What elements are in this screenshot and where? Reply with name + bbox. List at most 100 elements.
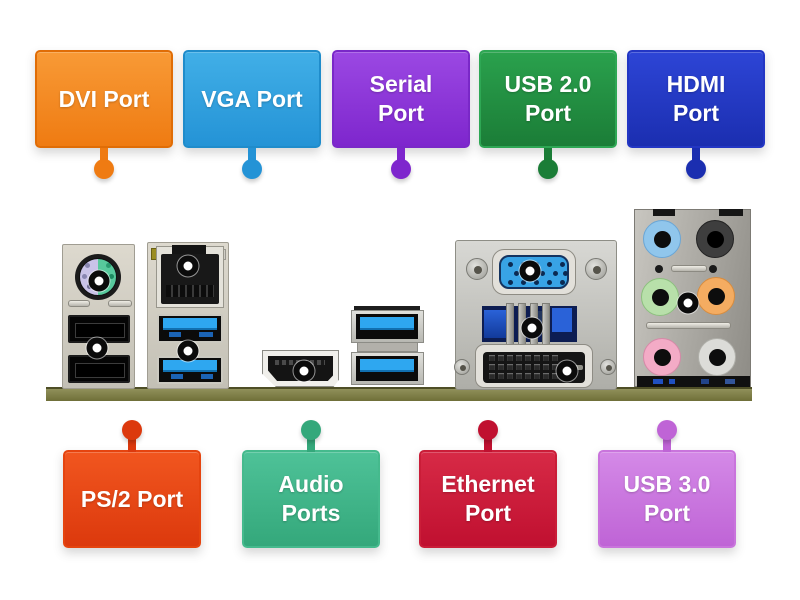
dvi-pin-hole — [525, 355, 531, 361]
label-vga-port[interactable]: VGA Port — [183, 50, 321, 180]
bracket-latch — [671, 265, 707, 272]
header-pin — [701, 379, 709, 384]
usb2-port-1 — [68, 315, 130, 343]
dvi-pin-hole — [516, 364, 522, 370]
label-text: Ethernet — [441, 471, 535, 497]
bracket-tab — [719, 209, 743, 216]
label-pin-dot — [538, 159, 558, 179]
vga-pin-hole — [534, 280, 539, 285]
bracket-tab — [653, 209, 675, 216]
usb3-stack-port-1-tongue — [360, 317, 414, 330]
vga-pin-hole — [540, 271, 545, 276]
label-text: PS/2 Port — [80, 485, 184, 512]
label-ps2-port[interactable]: PS/2 Port — [63, 420, 201, 550]
dvi-pin-hole — [525, 364, 531, 370]
dvi-shroud — [475, 344, 593, 388]
usb3-contact — [201, 374, 213, 379]
label-pin-stem — [307, 432, 315, 452]
vga-pin-hole — [521, 280, 526, 285]
hdmi-blue-connector — [484, 310, 508, 338]
label-text: Port — [378, 100, 424, 126]
audio-bracket — [634, 209, 751, 387]
ps2-usb-bracket — [62, 244, 135, 389]
screw-post — [466, 258, 488, 280]
label-pin-stem — [692, 148, 700, 164]
line-out-jack-green — [641, 278, 679, 316]
heatsink-fin — [518, 303, 526, 345]
label-pin-dot — [686, 159, 706, 179]
usb3-contact — [169, 332, 181, 337]
usb3-stack-divider — [357, 342, 418, 352]
vga-pin-hole — [547, 262, 552, 267]
dvi-pin-hole — [498, 355, 504, 361]
vga-pin-hole — [508, 262, 513, 267]
label-box-dvi-port[interactable]: DVI Port — [35, 50, 173, 148]
side-out-jack-grey — [698, 338, 736, 376]
label-pin-dot — [657, 420, 677, 440]
line-in-jack-blue — [643, 220, 681, 258]
vga-pin-hole — [563, 271, 568, 276]
dvi-pin-hole — [534, 373, 540, 379]
label-pin-dot — [94, 159, 114, 179]
vga-pin-hole — [560, 262, 565, 267]
usb3-stack-port-2 — [351, 352, 424, 385]
usb3-contact — [199, 332, 213, 337]
usb3-stack-top-edge — [354, 306, 420, 312]
dvi-pin-hole — [543, 373, 549, 379]
label-pin-dot — [478, 420, 498, 440]
dvi-pin-hole — [498, 373, 504, 379]
bracket-latch — [108, 300, 132, 307]
label-box-ps2-port[interactable]: PS/2 Port — [63, 450, 201, 548]
label-text: Ports — [281, 500, 341, 526]
usb2-port-2-slot — [75, 363, 125, 378]
label-pin-stem — [484, 432, 492, 452]
label-text: Serial — [369, 71, 433, 97]
heatsink-fin — [542, 303, 550, 345]
ps2-connector — [75, 254, 121, 300]
label-box-vga-port[interactable]: VGA Port — [183, 50, 321, 148]
dvi-pin-hole — [507, 373, 513, 379]
vga-pin-hole — [560, 280, 565, 285]
ethernet-rj45-opening — [156, 245, 224, 308]
label-pin-stem — [544, 148, 552, 164]
usb3-port-2-tongue — [163, 360, 217, 372]
ps2-pin-hole — [106, 263, 111, 268]
header-pin — [725, 379, 735, 384]
mic-jack-pink — [643, 338, 681, 376]
label-text: VGA Port — [201, 85, 303, 112]
label-pin-dot — [301, 420, 321, 440]
label-dvi-port[interactable]: DVI Port — [35, 50, 173, 180]
dvi-pin-hole — [516, 355, 522, 361]
dvi-pin-hole — [543, 355, 549, 361]
vga-pin-hole — [534, 262, 539, 267]
ps2-pin-hole — [109, 274, 114, 279]
dvi-pin-hole — [543, 364, 549, 370]
center-sub-jack-orange — [697, 277, 735, 315]
ps2-pin-hole — [82, 274, 87, 279]
vga-pin-hole — [508, 280, 513, 285]
label-pin-stem — [100, 148, 108, 164]
dvi-pin-hole — [534, 355, 540, 361]
ps2-pin-hole — [87, 284, 92, 289]
screw-post — [585, 258, 607, 280]
dvi-pin-hole — [489, 364, 495, 370]
ethernet-rj45-contacts — [166, 285, 214, 297]
label-pin-stem — [248, 148, 256, 164]
dvi-pin-hole — [489, 373, 495, 379]
label-text: Port — [525, 100, 571, 126]
header-pin — [653, 379, 663, 384]
dvi-pin-hole — [552, 355, 558, 361]
